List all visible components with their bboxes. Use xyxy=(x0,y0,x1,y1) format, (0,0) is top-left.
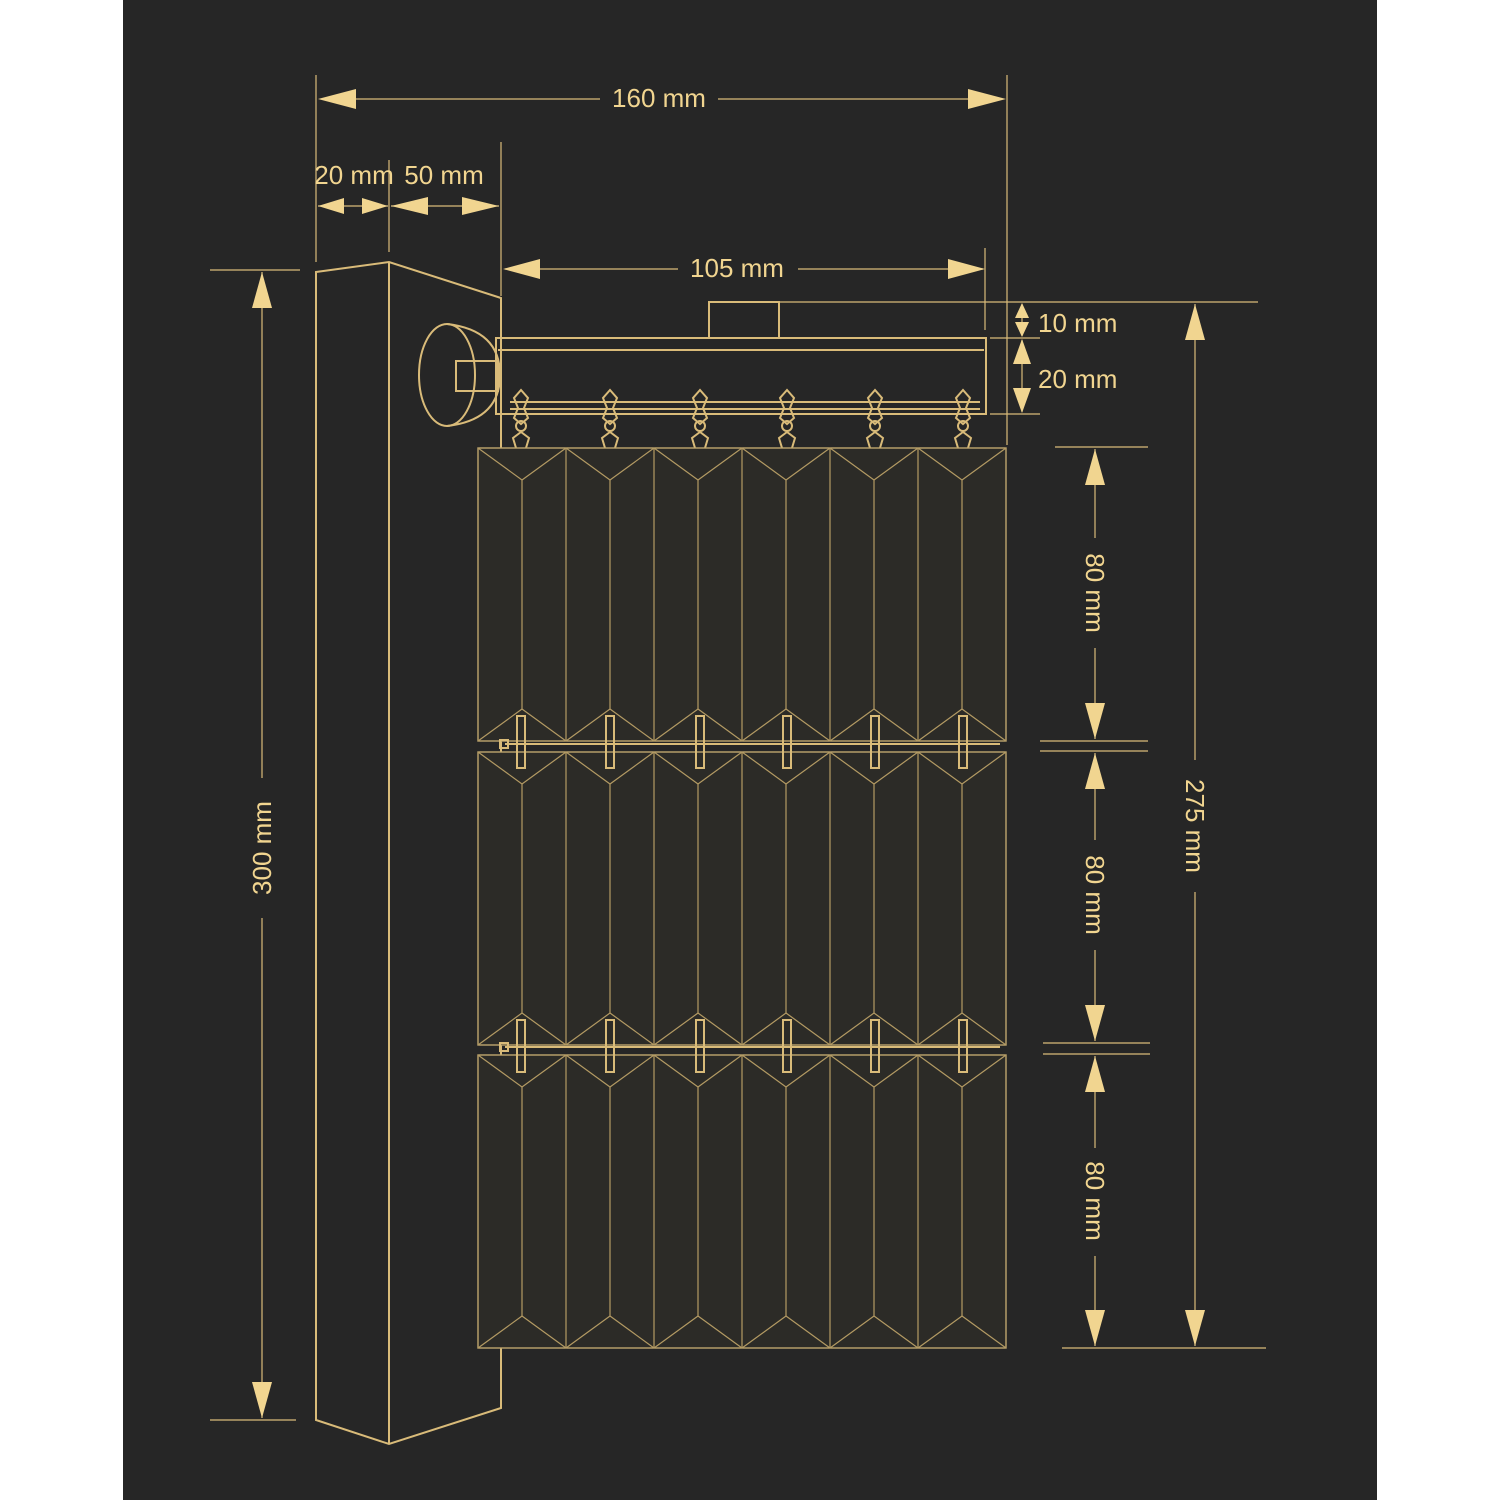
pendant-bead xyxy=(957,420,969,432)
crystal-prism xyxy=(917,751,1007,1046)
crystal-tiers xyxy=(477,447,1007,1349)
crystal-prism xyxy=(653,447,743,742)
clip-row xyxy=(499,1019,1000,1073)
clip-row xyxy=(499,715,1000,769)
dimension-lines xyxy=(252,89,1205,1418)
connector-clip xyxy=(516,715,526,769)
crystal-prism xyxy=(477,447,567,742)
tier-1-height-label: 80 mm xyxy=(1080,553,1110,632)
pendant-bead xyxy=(694,420,706,432)
crystal-prism xyxy=(565,751,655,1046)
wall-plate xyxy=(315,260,502,1446)
connector-clip xyxy=(605,715,615,769)
bracket-depth-label: 50 mm xyxy=(404,160,483,190)
clip-rows xyxy=(499,715,1000,1073)
crystal-tier xyxy=(477,1054,1007,1349)
pendant-bead xyxy=(515,420,527,432)
total-height-label: 300 mm xyxy=(247,801,277,895)
crystal-prism xyxy=(477,1054,567,1349)
crystal-prism xyxy=(741,447,831,742)
tier-3-height-label: 80 mm xyxy=(1080,1161,1110,1240)
dimension-labels: 160 mm 20 mm 50 mm 105 mm 10 mm 20 mm 30… xyxy=(247,83,1210,1241)
pendant-bow xyxy=(954,388,972,426)
clip-bar-end xyxy=(499,739,509,749)
crystal-prism xyxy=(653,1054,743,1349)
pendant-bow xyxy=(691,388,709,426)
crystal-prism xyxy=(565,447,655,742)
crystal-prism xyxy=(829,751,919,1046)
crystal-prism xyxy=(653,751,743,1046)
connector-clip xyxy=(958,1019,968,1073)
mount-disc xyxy=(418,323,502,427)
crystal-tier xyxy=(477,447,1007,742)
crystal-height-label: 275 mm xyxy=(1180,779,1210,873)
top-rail xyxy=(495,301,987,415)
crystal-prism xyxy=(477,751,567,1046)
rail-height-label: 20 mm xyxy=(1038,364,1117,394)
crystal-prism xyxy=(741,751,831,1046)
clip-bar-end xyxy=(499,1042,509,1052)
tier-2-height-label: 80 mm xyxy=(1080,855,1110,934)
crystal-prism xyxy=(917,1054,1007,1349)
crystal-tier xyxy=(477,751,1007,1046)
pendant-bow xyxy=(866,388,884,426)
connector-clip xyxy=(695,1019,705,1073)
connector-clip xyxy=(958,715,968,769)
wall-depth-label: 20 mm xyxy=(314,160,393,190)
pendant-bead xyxy=(869,420,881,432)
pendant-bow xyxy=(778,388,796,426)
pendant-bow xyxy=(512,388,530,426)
crystal-prism xyxy=(829,447,919,742)
rail-width-label: 105 mm xyxy=(690,253,784,283)
connector-clip xyxy=(870,1019,880,1073)
cap-height-label: 10 mm xyxy=(1038,308,1117,338)
pendant-bead xyxy=(781,420,793,432)
crystal-prism xyxy=(829,1054,919,1349)
pendant-bead xyxy=(604,420,616,432)
connector-clip xyxy=(870,715,880,769)
connector-clip xyxy=(695,715,705,769)
connector-clip xyxy=(782,715,792,769)
crystal-prism xyxy=(741,1054,831,1349)
crystal-prism xyxy=(917,447,1007,742)
crystal-prism xyxy=(565,1054,655,1349)
pendant-bow xyxy=(601,388,619,426)
connector-clip xyxy=(605,1019,615,1073)
extension-lines xyxy=(210,75,1266,1421)
total-width-label: 160 mm xyxy=(612,83,706,113)
connector-clip xyxy=(782,1019,792,1073)
connector-clip xyxy=(516,1019,526,1073)
